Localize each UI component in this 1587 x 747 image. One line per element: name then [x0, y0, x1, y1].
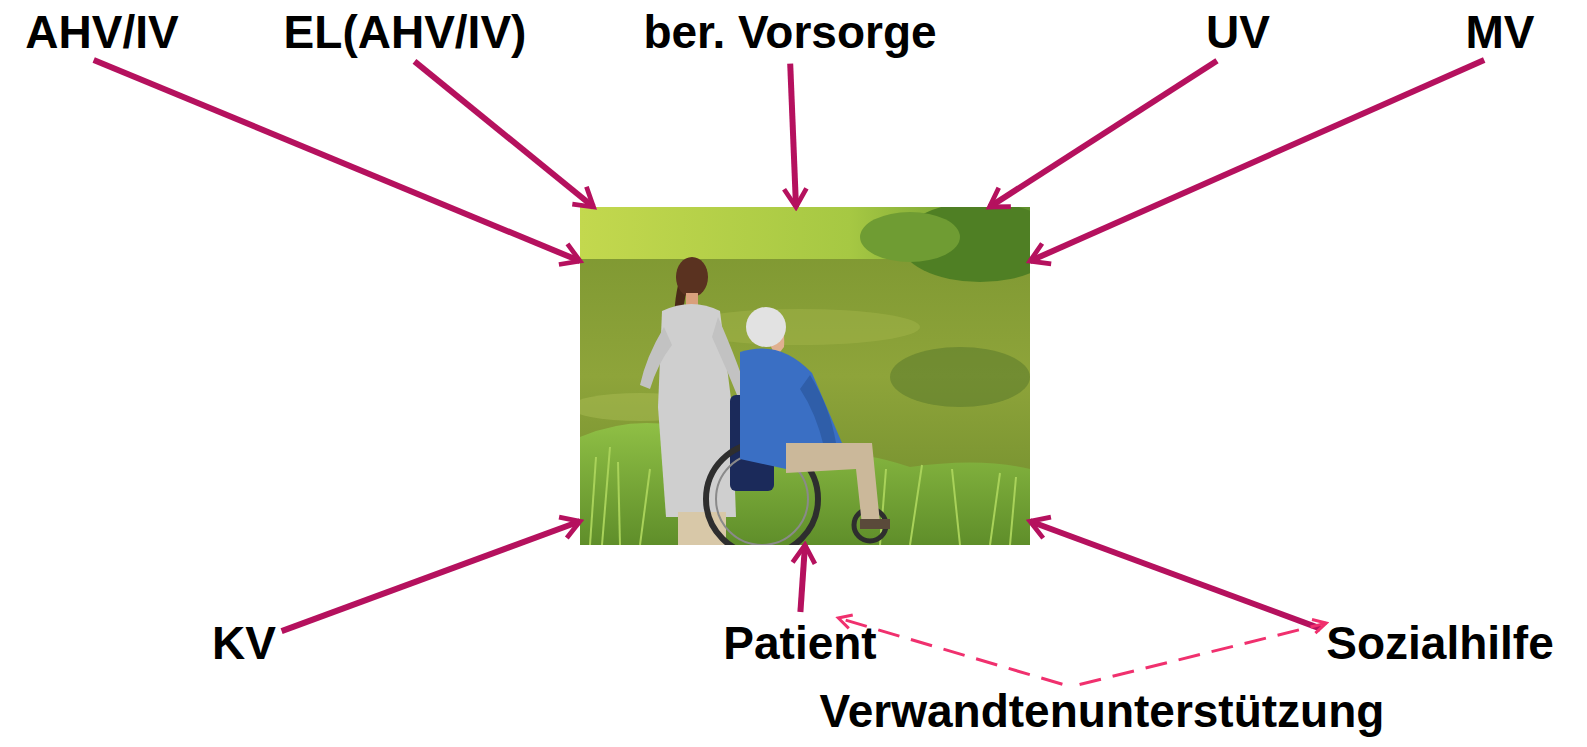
label-text: UV	[1206, 7, 1270, 58]
source-label: ber. Vorsorge	[643, 7, 936, 58]
label-text: MV	[1466, 7, 1535, 58]
funding-arrow	[800, 545, 805, 612]
label-text: Sozialhilfe	[1326, 618, 1553, 669]
label-text: Verwandtenunterstützung	[820, 686, 1385, 737]
source-label: KV	[212, 618, 276, 669]
source-label: AHV/IV	[25, 7, 178, 58]
dashed-arrow	[1080, 623, 1327, 684]
funding-arrow	[990, 61, 1218, 207]
source-label: MV	[1466, 7, 1535, 58]
source-label: Patient	[723, 618, 876, 669]
photo-illustration	[580, 207, 1030, 545]
funding-arrow	[790, 64, 796, 207]
source-label: Verwandtenunterstützung	[820, 686, 1385, 737]
source-label: Sozialhilfe	[1326, 618, 1553, 669]
label-text: ber. Vorsorge	[643, 7, 936, 58]
source-label: EL(AHV/IV)	[284, 7, 527, 58]
funding-arrow	[1030, 521, 1321, 628]
funding-arrow	[1030, 60, 1484, 261]
funding-arrow	[94, 60, 580, 261]
funding-arrow	[282, 521, 580, 631]
label-text: Patient	[723, 618, 876, 669]
source-label: UV	[1206, 7, 1270, 58]
photo-node	[580, 207, 1030, 545]
label-text: KV	[212, 618, 276, 669]
funding-arrow	[415, 61, 594, 207]
label-text: EL(AHV/IV)	[284, 7, 527, 58]
label-text: AHV/IV	[25, 7, 178, 58]
